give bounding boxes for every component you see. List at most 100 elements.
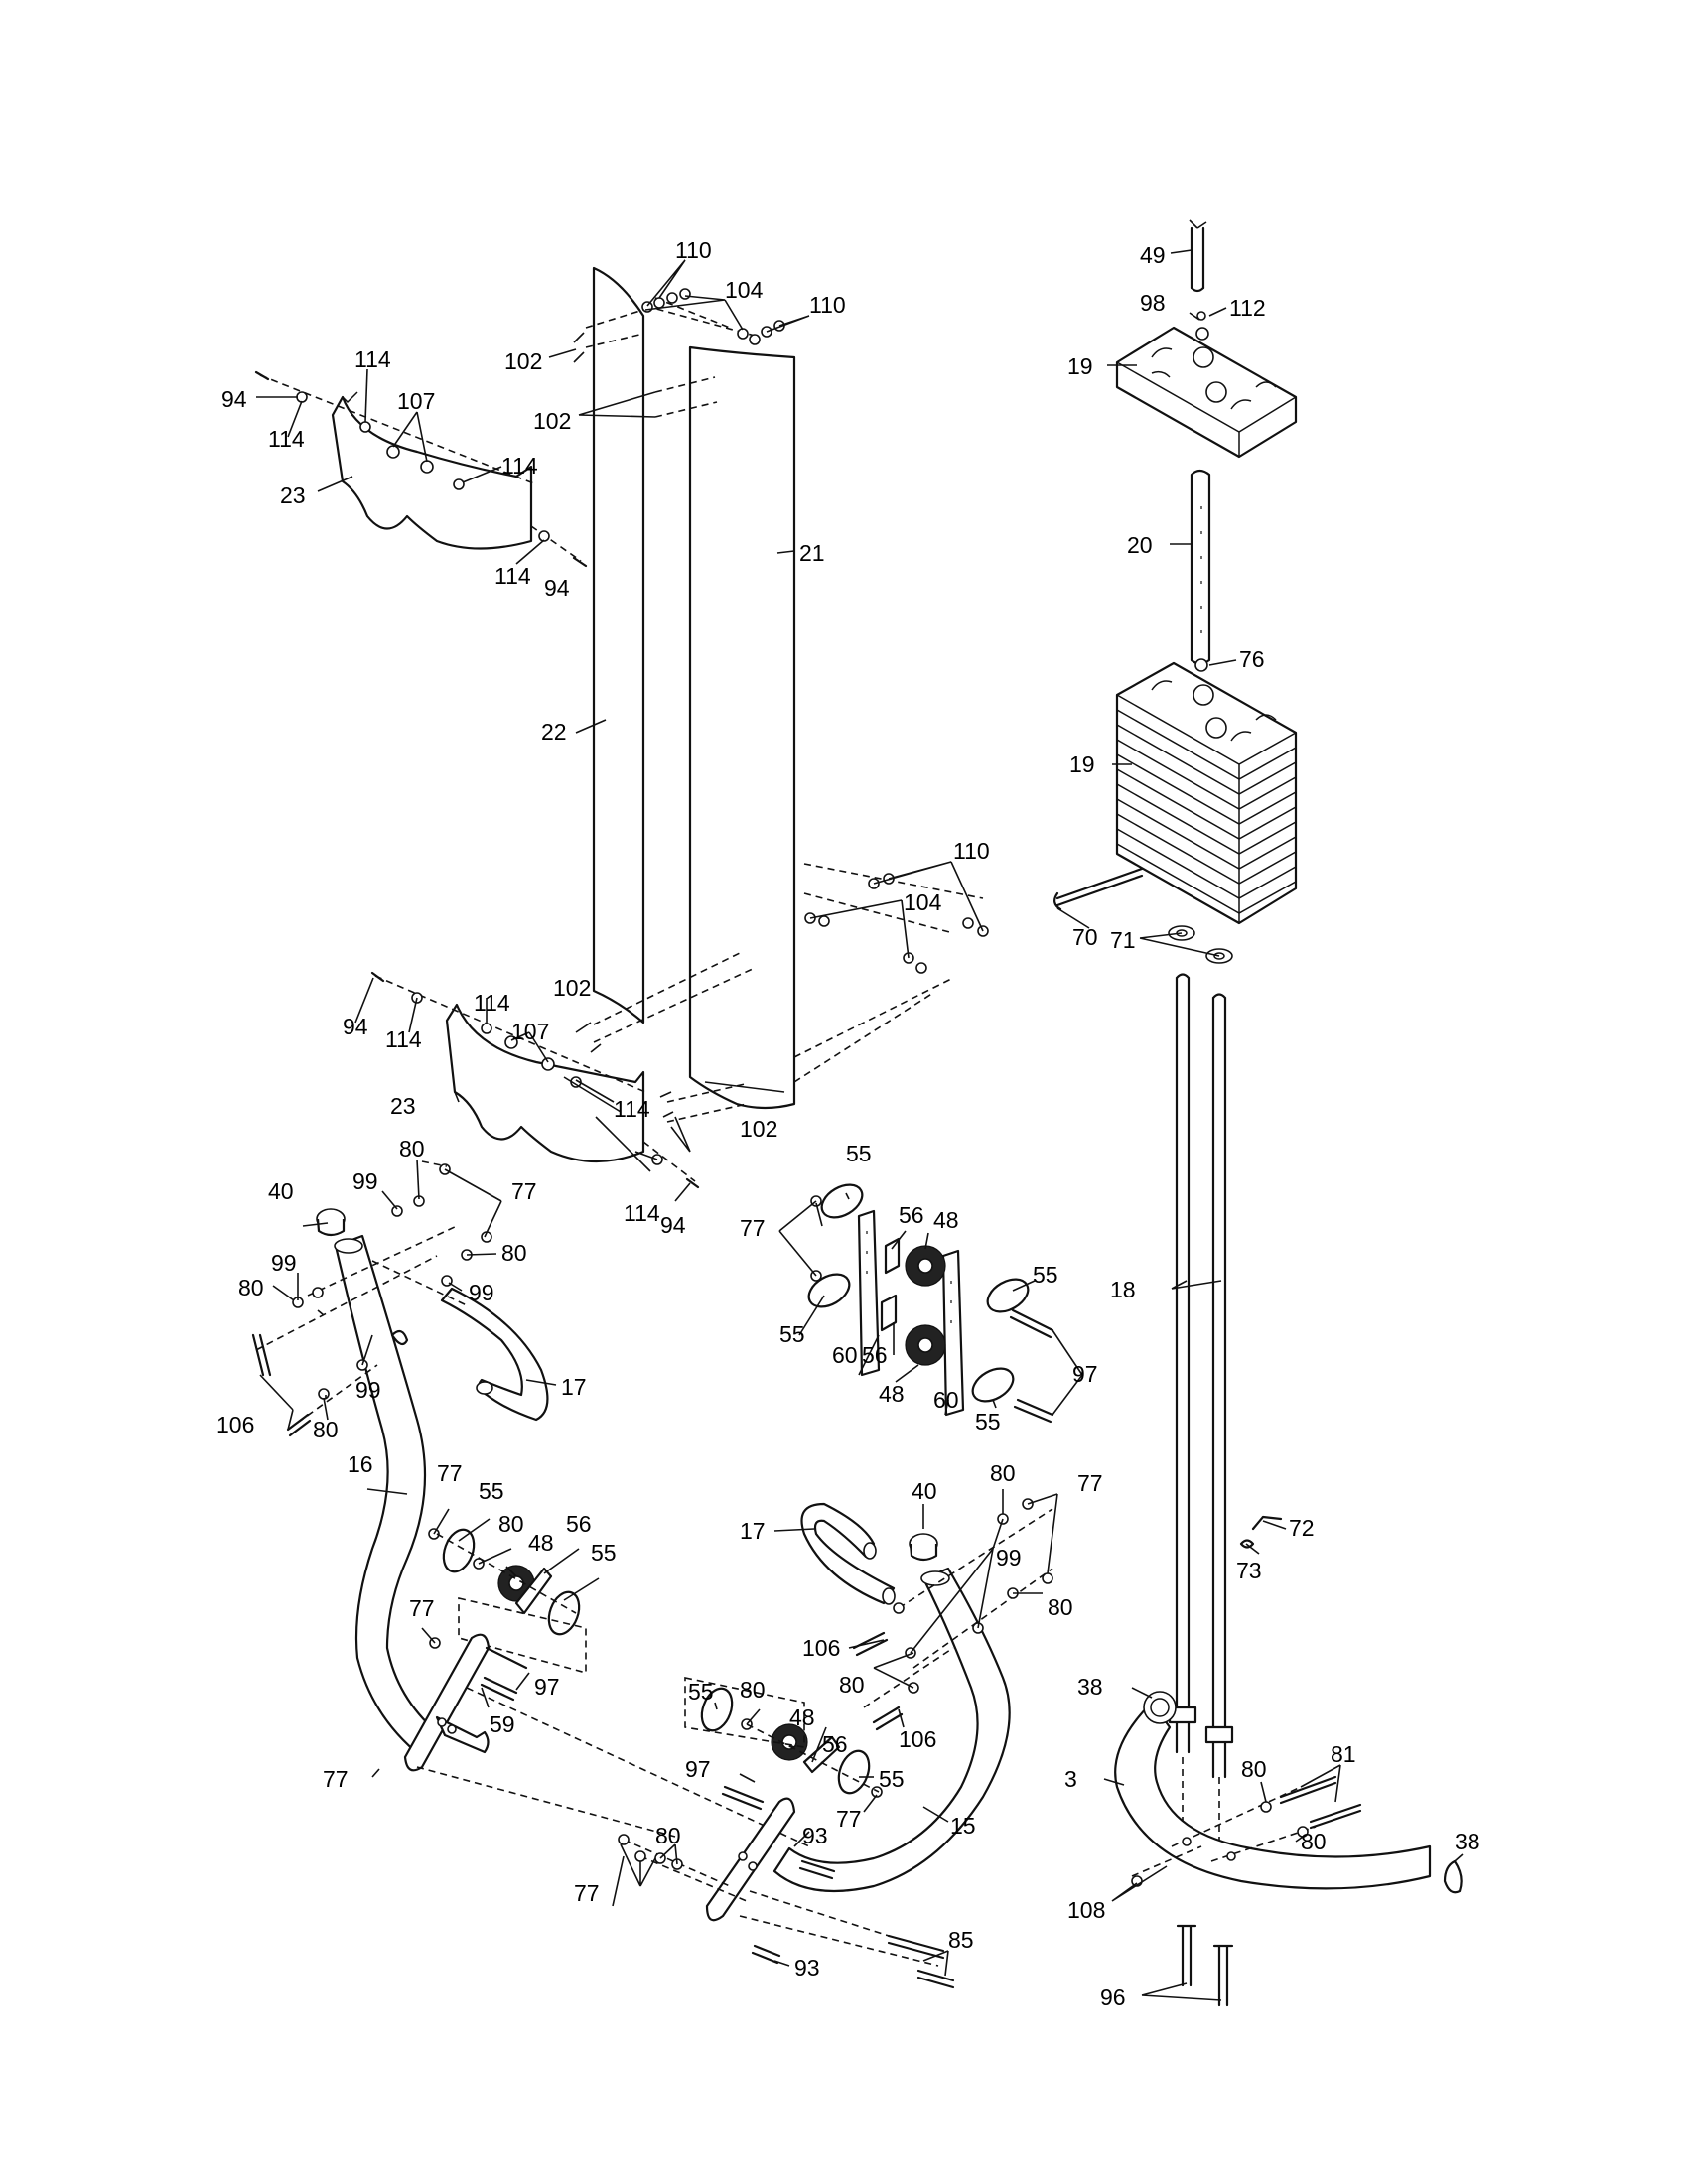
label-48-d: 48	[789, 1705, 815, 1730]
label-85: 85	[948, 1927, 974, 1953]
label-104-a: 104	[725, 277, 764, 303]
bracket-59	[403, 1633, 810, 1847]
label-77-a: 77	[511, 1178, 537, 1204]
label-106-c: 106	[899, 1726, 936, 1752]
label-80-j: 80	[1241, 1756, 1267, 1782]
label-94-a: 94	[221, 386, 247, 412]
label-17-b: 17	[740, 1518, 766, 1544]
weight-pin-70	[1053, 867, 1144, 911]
label-110-c: 110	[953, 838, 990, 864]
label-55-f: 55	[591, 1540, 617, 1566]
label-98: 98	[1140, 290, 1166, 316]
label-94-b: 94	[544, 575, 570, 601]
leader-lines	[256, 249, 1464, 2001]
label-56-a: 56	[899, 1202, 924, 1228]
label-102-b: 102	[533, 408, 571, 434]
label-97-c: 97	[685, 1756, 711, 1782]
shroud-21	[688, 345, 796, 1110]
label-107-a: 107	[397, 388, 435, 414]
top-plate-19	[1115, 311, 1298, 459]
part-number-labels: 110 104 110 102 102 49 98 112 19 94 114 …	[216, 237, 1480, 2010]
right-arm-hardware	[852, 1498, 1053, 1731]
label-114-a: 114	[268, 426, 305, 452]
bracket-right	[618, 1785, 955, 1989]
label-60-b: 60	[933, 1387, 959, 1413]
label-76: 76	[1239, 646, 1265, 672]
label-110-a: 110	[675, 237, 712, 263]
label-80-l: 80	[655, 1823, 681, 1848]
label-93-b: 93	[794, 1955, 820, 1980]
pulley-48-right	[684, 1677, 883, 1798]
label-80-k: 80	[1301, 1829, 1327, 1854]
label-55-d: 55	[975, 1409, 1001, 1434]
label-19-stack: 19	[1069, 751, 1095, 777]
label-108: 108	[1067, 1897, 1105, 1923]
label-114-h: 114	[624, 1200, 660, 1226]
handle-17-right	[800, 1502, 896, 1605]
label-23-a: 23	[280, 482, 306, 508]
label-114-g: 114	[614, 1096, 650, 1122]
label-80-d: 80	[313, 1417, 339, 1442]
label-55-h: 55	[879, 1766, 905, 1792]
label-16: 16	[348, 1451, 373, 1477]
label-56-d: 56	[822, 1731, 848, 1757]
label-77-g: 77	[574, 1880, 600, 1906]
label-77-e: 77	[409, 1595, 435, 1621]
rod-hardware-72-73	[1239, 1515, 1283, 1549]
end-caps-38	[1143, 1691, 1463, 1894]
label-99-e: 99	[996, 1545, 1022, 1570]
selector-tube-20	[1190, 469, 1211, 672]
label-56-b: 56	[862, 1342, 888, 1368]
label-49: 49	[1140, 242, 1166, 268]
guard-23-upper	[254, 370, 588, 568]
label-96: 96	[1100, 1984, 1126, 2010]
weight-selector-rod-49	[1189, 219, 1207, 293]
label-15: 15	[950, 1813, 976, 1839]
label-71: 71	[1110, 927, 1136, 953]
base-tube-3	[1114, 1699, 1432, 1890]
label-55-a: 55	[846, 1141, 872, 1166]
label-80-i: 80	[740, 1677, 766, 1703]
label-55-c: 55	[779, 1321, 805, 1347]
label-40-a: 40	[268, 1178, 294, 1204]
label-114-c: 114	[501, 453, 538, 478]
label-3: 3	[1064, 1766, 1077, 1792]
label-60-a: 60	[832, 1342, 858, 1368]
label-93-a: 93	[802, 1823, 828, 1848]
label-55-b: 55	[1033, 1262, 1058, 1288]
label-114-f: 114	[474, 990, 510, 1016]
label-97-a: 97	[1072, 1361, 1098, 1387]
label-80-e: 80	[498, 1511, 524, 1537]
pulley-48-left	[428, 1528, 587, 1675]
label-102-c: 102	[553, 975, 591, 1001]
label-99-b: 99	[469, 1280, 494, 1305]
label-48-a: 48	[933, 1207, 959, 1233]
label-80-h: 80	[839, 1672, 865, 1698]
label-110-b: 110	[809, 292, 846, 318]
shroud-22	[592, 266, 645, 1024]
label-77-h: 77	[323, 1766, 349, 1792]
label-114-e: 114	[385, 1026, 422, 1052]
label-80-c: 80	[238, 1275, 264, 1300]
label-80-g: 80	[1048, 1594, 1073, 1620]
label-80-b: 80	[501, 1240, 527, 1266]
label-56-c: 56	[566, 1511, 592, 1537]
label-21: 21	[799, 540, 825, 566]
label-99-a: 99	[352, 1168, 378, 1194]
label-80-a: 80	[399, 1136, 425, 1161]
label-107-b: 107	[511, 1019, 549, 1044]
arm-16	[334, 1234, 439, 1759]
label-106-a: 106	[216, 1412, 254, 1437]
label-59: 59	[490, 1711, 515, 1737]
label-81: 81	[1331, 1741, 1356, 1767]
label-38-a: 38	[1077, 1674, 1103, 1700]
label-17-a: 17	[561, 1374, 587, 1400]
pulley-bracket-assembly	[807, 1183, 1054, 1424]
handle-17-left	[440, 1287, 549, 1422]
cap-40-right	[909, 1533, 938, 1562]
label-99-d: 99	[355, 1377, 381, 1403]
label-94-c: 94	[343, 1014, 368, 1039]
label-102-a: 102	[504, 348, 542, 374]
label-19-top: 19	[1067, 353, 1093, 379]
